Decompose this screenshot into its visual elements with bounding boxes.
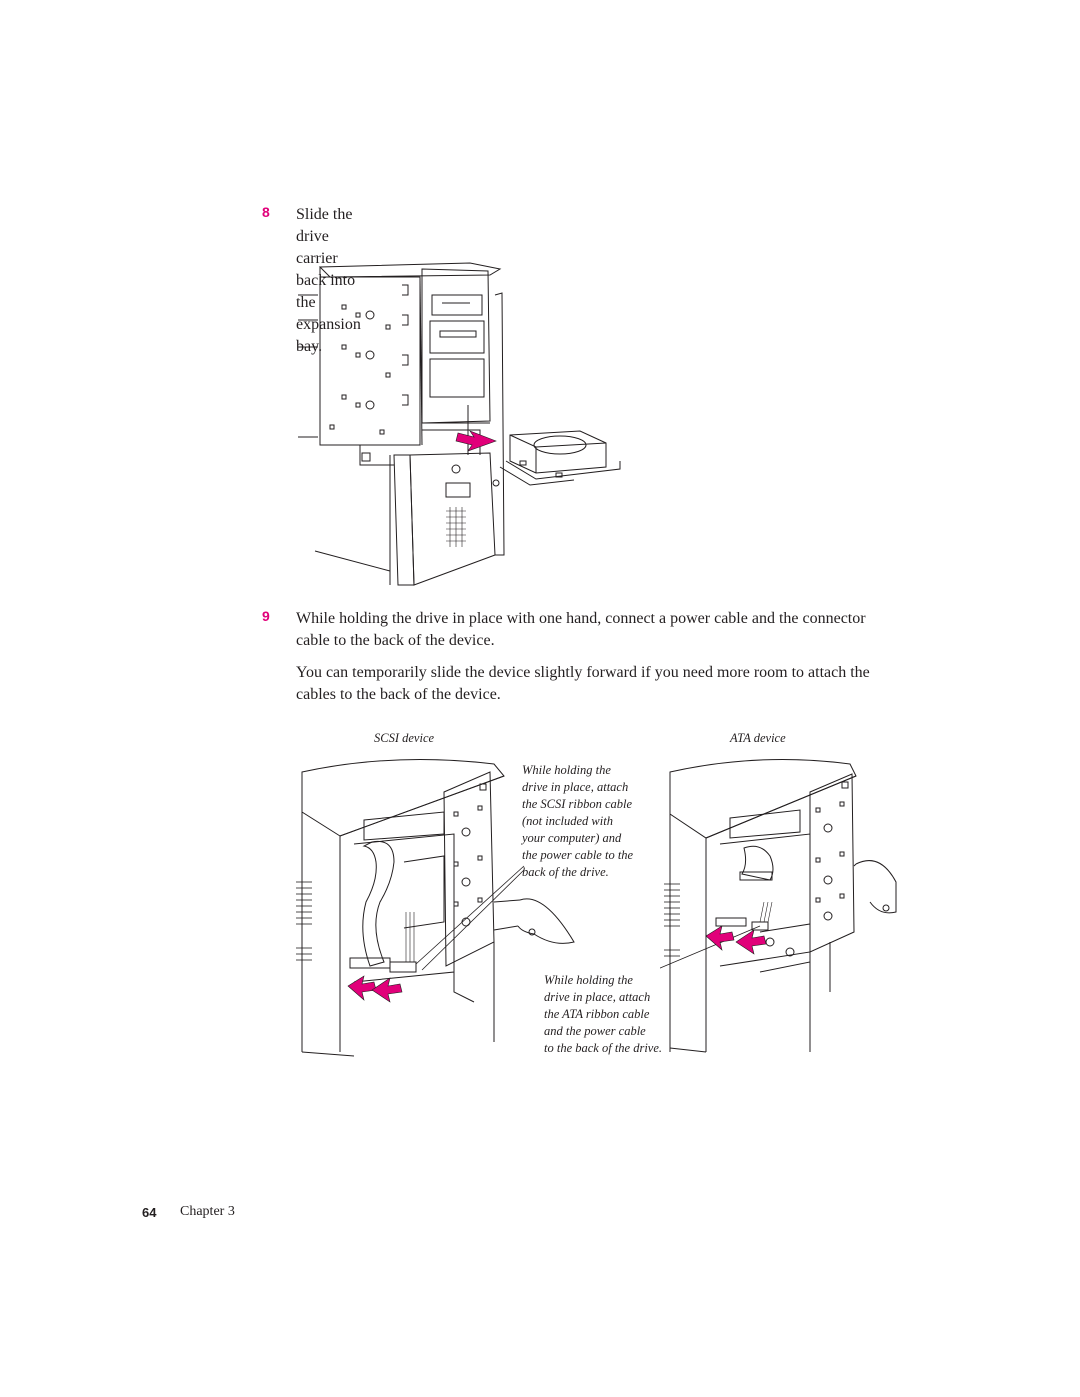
chapter-label: Chapter 3: [180, 1204, 235, 1219]
caption-line: your computer) and: [522, 831, 622, 845]
caption-line: back of the drive.: [522, 865, 609, 879]
step-text: Slide the drive carrier back into the ex…: [296, 206, 361, 355]
caption-line: the SCSI ribbon cable: [522, 797, 633, 811]
caption-line: drive in place, attach: [544, 990, 651, 1004]
step-number: 9: [262, 608, 270, 624]
caption-line: drive in place, attach: [522, 780, 629, 794]
ata-device-label: ATA device: [730, 731, 786, 745]
expansion-bay-illustration: [298, 262, 621, 586]
caption-line: (not included with: [522, 814, 613, 828]
caption-line: While holding the: [522, 763, 611, 777]
caption-line: and the power cable: [544, 1024, 646, 1038]
scsi-caption: While holding the drive in place, attach…: [522, 762, 633, 881]
power-arrow-icon: [735, 929, 767, 955]
connector-arrow-icon: [347, 975, 377, 1001]
connector-arrow-icon: [705, 925, 735, 951]
step-number: 8: [262, 204, 270, 220]
power-arrow-icon: [371, 977, 403, 1003]
caption-line: the ATA ribbon cable: [544, 1007, 650, 1021]
caption-line: While holding the: [544, 973, 633, 987]
caption-line: the power cable to the: [522, 848, 634, 862]
note-paragraph: You can temporarily slide the device sli…: [296, 664, 870, 703]
caption-line: to the back of the drive.: [544, 1041, 663, 1055]
scsi-device-illustration: [296, 759, 575, 1057]
ata-caption: While holding the drive in place, attach…: [544, 972, 662, 1057]
step-text: While holding the drive in place with on…: [296, 610, 866, 649]
scsi-device-label: SCSI device: [374, 731, 435, 745]
ata-device-illustration: [660, 759, 897, 1053]
page-number: 64: [142, 1205, 157, 1220]
insertion-arrow-icon: [455, 430, 497, 452]
